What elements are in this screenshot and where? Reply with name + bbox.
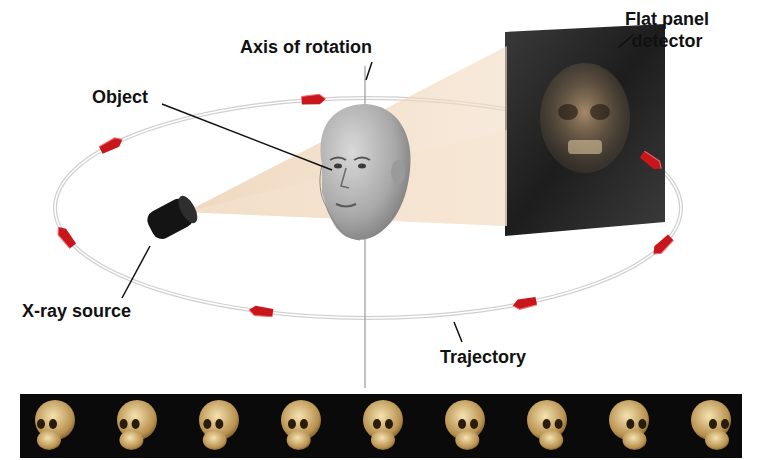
- marker-arrow: [650, 234, 674, 258]
- skull-thumbnail: [117, 400, 157, 450]
- callout-label: X-ray source: [22, 300, 172, 322]
- skull-jaw: [455, 430, 479, 450]
- detector-label: Flat panel detector: [605, 8, 729, 52]
- leader-line: [162, 104, 332, 170]
- trajectory-marker: [248, 305, 273, 318]
- marker-highlight: [653, 237, 674, 257]
- skull-jaw: [705, 430, 729, 450]
- skull-orbit: [721, 419, 729, 429]
- projection-thumbnails: [35, 400, 731, 450]
- skull-orbit: [709, 419, 717, 429]
- axis-label: Axis of rotation: [240, 36, 410, 58]
- marker-arrow: [248, 305, 273, 318]
- detector-projection-orbit: [590, 104, 610, 120]
- source-label: X-ray source: [22, 300, 172, 322]
- detector-projection: [540, 63, 630, 173]
- marker-highlight: [248, 310, 272, 318]
- skull-jaw: [287, 430, 311, 450]
- callout-label: Object: [92, 86, 182, 108]
- skull-orbit: [300, 419, 308, 429]
- skull-thumbnail: [281, 400, 321, 450]
- marker-highlight: [513, 301, 538, 311]
- skull-orbit: [626, 419, 634, 429]
- detector-projection-teeth: [568, 140, 602, 154]
- marker-arrow: [639, 150, 664, 172]
- projection-strip: [20, 394, 742, 458]
- object-label: Object: [92, 86, 182, 108]
- trajectory-marker: [512, 296, 538, 311]
- skull-jaw: [539, 430, 563, 450]
- leader-line: [122, 246, 150, 298]
- skull-thumbnail: [691, 400, 731, 450]
- marker-highlight: [301, 94, 325, 100]
- skull-orbit: [37, 419, 45, 429]
- skull-thumbnail: [609, 400, 649, 450]
- skull-orbit: [288, 419, 296, 429]
- marker-highlight: [54, 227, 73, 249]
- head-object: [320, 104, 411, 240]
- marker-arrow: [301, 94, 326, 105]
- trajectory-label: Trajectory: [440, 346, 570, 368]
- skull-orbit: [470, 419, 478, 429]
- skull-orbit: [385, 419, 393, 429]
- skull-thumbnail: [199, 400, 239, 450]
- marker-highlight: [642, 150, 664, 168]
- trajectory-markers: [54, 94, 674, 318]
- marker-arrow: [54, 224, 77, 249]
- trajectory-marker: [54, 224, 77, 249]
- skull-orbit: [555, 419, 563, 429]
- flat-panel-detector: [505, 24, 665, 236]
- skull-thumbnail: [527, 400, 567, 450]
- skull-orbit: [638, 419, 646, 429]
- skull-orbit: [215, 419, 223, 429]
- callout-label: Axis of rotation: [240, 36, 410, 58]
- skull-orbit: [543, 419, 551, 429]
- skull-thumbnail: [363, 400, 403, 450]
- skull-orbit: [458, 419, 466, 429]
- detector-projection-orbit: [558, 104, 578, 120]
- leader-line: [454, 322, 462, 342]
- leader-line: [366, 62, 372, 80]
- trajectory-marker: [639, 150, 664, 172]
- skull-jaw: [203, 430, 227, 450]
- marker-arrow: [99, 135, 125, 155]
- skull-orbit: [49, 419, 57, 429]
- skull-orbit: [120, 419, 128, 429]
- marker-arrow: [512, 296, 538, 311]
- skull-jaw: [623, 430, 647, 450]
- skull-orbit: [203, 419, 211, 429]
- xray-source: [144, 193, 201, 242]
- marker-highlight: [99, 135, 123, 150]
- skull-jaw: [371, 430, 395, 450]
- callout-label: Trajectory: [440, 346, 570, 368]
- skull-thumbnail: [35, 400, 75, 450]
- trajectory-marker: [301, 94, 326, 105]
- skull-jaw: [119, 430, 143, 450]
- skull-jaw: [37, 430, 61, 450]
- skull-thumbnail: [445, 400, 485, 450]
- skull-orbit: [132, 419, 140, 429]
- callout-label: Flat panel detector: [605, 8, 729, 52]
- skull-orbit: [373, 419, 381, 429]
- trajectory-marker: [99, 135, 125, 155]
- trajectory-marker: [650, 234, 674, 258]
